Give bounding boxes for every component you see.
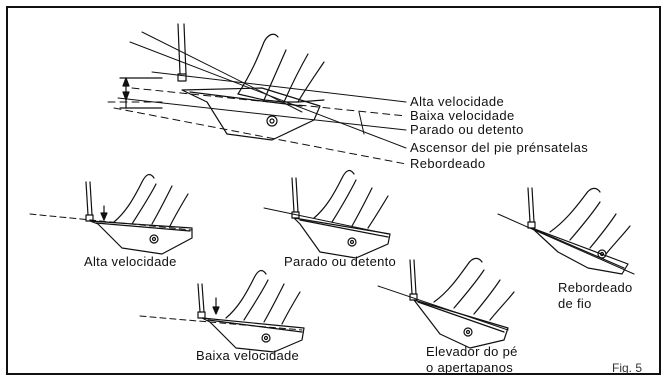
label-baixa-velocidade: Baixa velocidade <box>410 108 515 123</box>
panel-elevador <box>377 257 515 349</box>
sewing-foot-diagram: Alta velocidade Baixa velocidade Parado … <box>29 23 642 375</box>
figure-frame: Alta velocidade Baixa velocidade Parado … <box>6 6 661 375</box>
panel-label-elevador-2: o apertapanos <box>426 360 513 373</box>
panel-baixa-velocidade <box>139 269 305 353</box>
panel-label-parado: Parado ou detento <box>284 254 396 269</box>
main-presser-foot <box>119 23 325 141</box>
figure-caption: Fig. 5 <box>612 361 642 373</box>
panel-label-baixa-velocidade: Baixa velocidade <box>196 348 299 363</box>
panel-parado <box>263 169 391 259</box>
panel-label-alta-velocidade: Alta velocidade <box>84 254 177 269</box>
panel-label-rebordeado-2: de fio <box>558 296 592 311</box>
label-ascensor: Ascensor del pie prénsatelas <box>410 140 588 155</box>
panel-alta-velocidade <box>29 173 193 255</box>
panel-rebordeado <box>497 187 635 275</box>
label-parado: Parado ou detento <box>410 122 524 137</box>
label-rebordeado: Rebordeado <box>410 156 486 171</box>
angle-reference-lines <box>107 31 407 165</box>
panel-label-elevador-1: Elevador do pé <box>426 344 518 359</box>
panel-label-rebordeado-1: Rebordeado <box>558 280 633 295</box>
label-alta-velocidade: Alta velocidade <box>410 94 504 109</box>
